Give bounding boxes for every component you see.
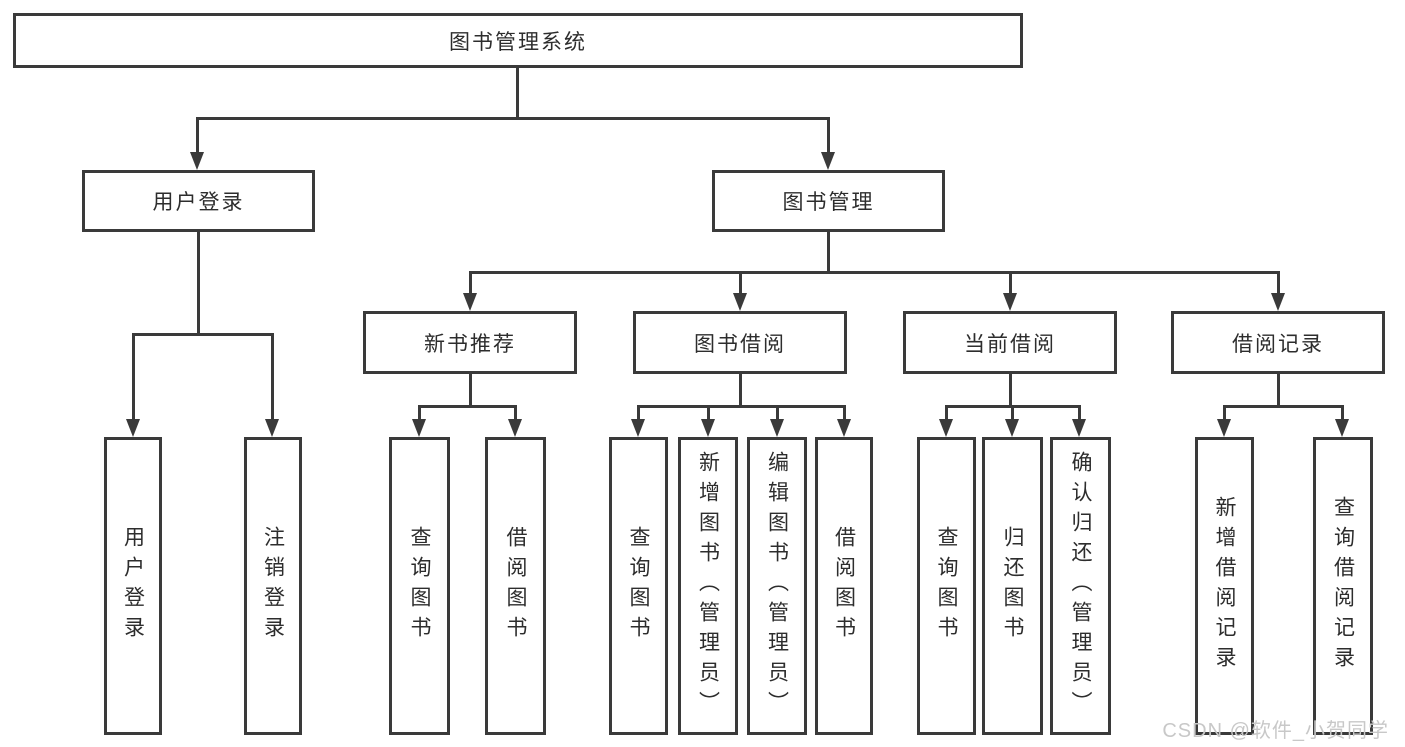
node-root: 图书管理系统 <box>13 13 1023 68</box>
arrowhead-down-icon <box>463 293 477 311</box>
node-user-login: 用户登录 <box>82 170 315 232</box>
connector-line <box>1009 271 1012 297</box>
connector-line <box>739 271 742 297</box>
connector-line <box>945 405 948 423</box>
connector-line <box>1223 405 1226 423</box>
node-leaf-confirm-return-admin: 确认归还（管理员） <box>1050 437 1111 735</box>
node-book-borrowing: 图书借阅 <box>633 311 847 374</box>
connector-line <box>776 405 779 423</box>
connector-line <box>132 333 135 423</box>
connector-line <box>1011 405 1014 423</box>
connector-line <box>514 405 517 423</box>
node-leaf-edit-book-admin: 编辑图书（管理员） <box>747 437 807 735</box>
connector-line <box>196 117 199 155</box>
connector-line <box>1341 405 1344 423</box>
arrowhead-down-icon <box>126 419 140 437</box>
node-leaf-borrow-books-1: 借阅图书 <box>485 437 546 735</box>
node-new-book-recommend: 新书推荐 <box>363 311 577 374</box>
node-leaf-query-books-3: 查询图书 <box>917 437 976 735</box>
arrowhead-down-icon <box>1005 419 1019 437</box>
connector-line <box>1078 405 1081 423</box>
connector-line <box>196 117 830 120</box>
connector-line <box>1277 374 1280 408</box>
connector-line <box>827 232 830 274</box>
node-borrowing-records: 借阅记录 <box>1171 311 1385 374</box>
arrowhead-down-icon <box>190 152 204 170</box>
node-book-management: 图书管理 <box>712 170 945 232</box>
connector-line <box>418 405 517 408</box>
connector-line <box>637 405 640 423</box>
connector-line <box>1277 271 1280 297</box>
node-leaf-query-books-1: 查询图书 <box>389 437 450 735</box>
arrowhead-down-icon <box>1335 419 1349 437</box>
connector-line <box>197 232 200 336</box>
arrowhead-down-icon <box>701 419 715 437</box>
arrowhead-down-icon <box>265 419 279 437</box>
connector-line <box>707 405 710 423</box>
csdn-watermark: CSDN @软件_小贺同学 <box>1162 720 1389 742</box>
node-leaf-return-book: 归还图书 <box>982 437 1043 735</box>
node-leaf-query-borrow-record: 查询借阅记录 <box>1313 437 1373 735</box>
arrowhead-down-icon <box>770 419 784 437</box>
connector-line <box>469 374 472 408</box>
node-leaf-query-books-2: 查询图书 <box>609 437 668 735</box>
arrowhead-down-icon <box>1072 419 1086 437</box>
connector-line <box>132 333 274 336</box>
connector-line <box>469 271 1279 274</box>
arrowhead-down-icon <box>1217 419 1231 437</box>
connector-line <box>843 405 846 423</box>
node-leaf-add-borrow-record: 新增借阅记录 <box>1195 437 1254 735</box>
connector-line <box>637 405 845 408</box>
connector-line <box>271 333 274 423</box>
connector-line <box>1223 405 1343 408</box>
arrowhead-down-icon <box>837 419 851 437</box>
node-leaf-borrow-books-2: 借阅图书 <box>815 437 873 735</box>
arrowhead-down-icon <box>733 293 747 311</box>
arrowhead-down-icon <box>821 152 835 170</box>
arrowhead-down-icon <box>1003 293 1017 311</box>
arrowhead-down-icon <box>412 419 426 437</box>
connector-line <box>418 405 421 423</box>
connector-line <box>1009 374 1012 408</box>
node-leaf-user-login: 用户登录 <box>104 437 162 735</box>
node-leaf-add-book-admin: 新增图书（管理员） <box>678 437 738 735</box>
connector-line <box>516 68 519 118</box>
connector-line <box>827 117 830 155</box>
node-current-borrowing: 当前借阅 <box>903 311 1117 374</box>
connector-line <box>469 271 472 297</box>
arrowhead-down-icon <box>508 419 522 437</box>
connector-line <box>739 374 742 408</box>
arrowhead-down-icon <box>631 419 645 437</box>
arrowhead-down-icon <box>1271 293 1285 311</box>
arrowhead-down-icon <box>939 419 953 437</box>
node-leaf-logout: 注销登录 <box>244 437 302 735</box>
